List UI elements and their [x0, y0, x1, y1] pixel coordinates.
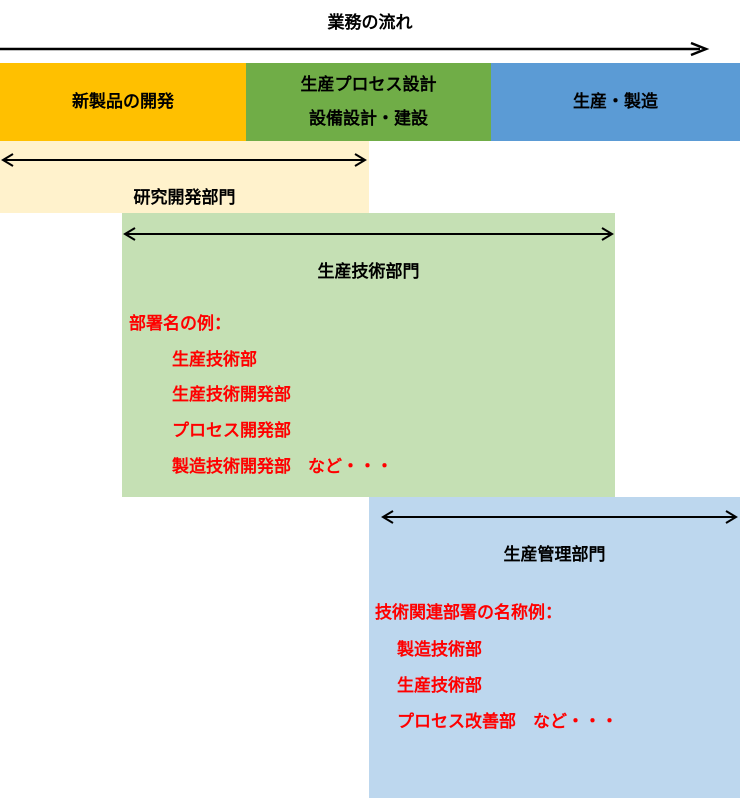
example-list-item: 製造技術開発部 など・・・ [172, 457, 393, 477]
phase-label: 新製品の開発 [72, 92, 174, 112]
rd-department-name: 研究開発部門 [133, 188, 236, 208]
example-list-item: 生産技術部 [397, 676, 482, 696]
phase-new-product: 新製品の開発 [0, 63, 246, 141]
phase-label-line1: 生産プロセス設計 [300, 75, 437, 95]
production-tech-department-name: 生産技術部門 [317, 262, 420, 282]
diagram-title: 業務の流れ [327, 13, 413, 33]
production-mgmt-span-arrow [381, 510, 738, 524]
example-list-item: プロセス開発部 [172, 421, 291, 441]
production-tech-span-arrow [123, 227, 614, 241]
phase-label: 生産・製造 [573, 92, 658, 112]
phase-manufacturing: 生産・製造 [491, 63, 740, 141]
example-list-item: 生産技術開発部 [172, 385, 291, 405]
phase-process-design: 生産プロセス設計 設備設計・建設 [246, 63, 491, 141]
example-list-item: プロセス改善部 など・・・ [397, 712, 618, 732]
example-list-item: 製造技術部 [397, 640, 482, 660]
rd-department-box [0, 141, 369, 213]
production-tech-examples-heading: 部署名の例： [129, 314, 231, 334]
rd-span-arrow [1, 153, 367, 167]
production-tech-department-box [122, 213, 615, 497]
production-mgmt-department-box [369, 497, 740, 798]
production-mgmt-department-name: 生産管理部門 [503, 545, 606, 565]
production-mgmt-examples-heading: 技術関連部署の名称例： [375, 603, 562, 623]
flow-arrow [0, 41, 710, 57]
example-list-item: 生産技術部 [172, 350, 257, 370]
phase-label-line2: 設備設計・建設 [309, 109, 428, 129]
